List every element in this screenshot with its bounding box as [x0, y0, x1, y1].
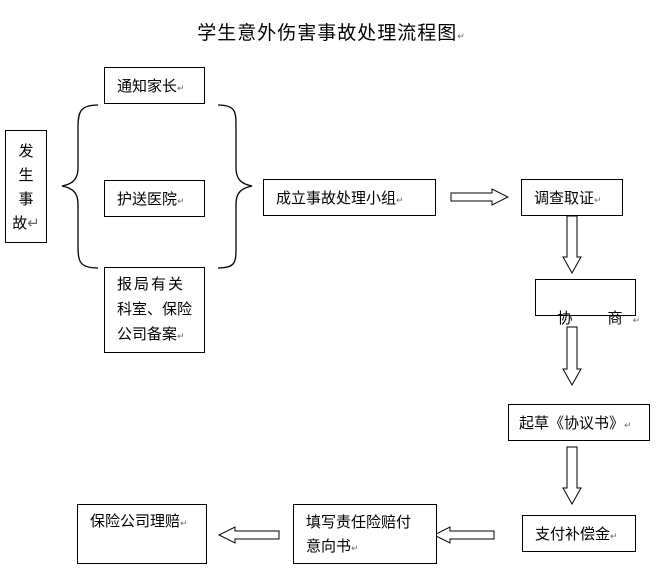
arrow-negotiate-to-draft: [562, 326, 582, 387]
arrow-group-to-investigate: [450, 188, 510, 206]
insurance-claim-box: 保险公司理赔↵: [77, 504, 207, 564]
report-bureau-line-2: 科室、保险: [117, 300, 193, 318]
incident-char-2: 生: [18, 165, 34, 184]
arrow-draft-to-pay: [562, 446, 582, 506]
notify-parents-label: 通知家长: [117, 77, 178, 95]
right-brace: [217, 104, 253, 269]
arrow-liability-to-claim: [217, 526, 280, 544]
send-hospital-box: 护送医院↵: [104, 180, 205, 217]
fill-liability-line-1: 填写责任险赔付: [306, 513, 412, 531]
send-hospital-label: 护送医院: [117, 190, 178, 208]
draft-agreement-box: 起草《协议书》↵: [508, 404, 650, 441]
pay-compensation-box: 支付补偿金↵: [522, 515, 636, 552]
draft-agreement-label: 起草《协议书》: [519, 414, 625, 432]
left-brace: [61, 104, 99, 269]
title-text: 学生意外伤害事故处理流程图: [197, 22, 458, 44]
notify-parents-box: 通知家长↵: [104, 67, 205, 104]
form-group-box: 成立事故处理小组↵: [263, 179, 436, 216]
arrow-investigate-to-negotiate: [562, 215, 582, 275]
insurance-claim-label: 保险公司理赔: [90, 512, 181, 530]
pay-compensation-label: 支付补偿金: [535, 525, 611, 543]
report-bureau-line-1: 报局有关: [117, 275, 186, 293]
incident-char-1: 发: [18, 141, 34, 160]
investigate-label: 调查取证: [534, 189, 595, 207]
incident-char-3: 事: [18, 189, 34, 208]
paragraph-mark: ↵: [457, 32, 465, 42]
incident-char-4: 故↵: [12, 213, 40, 232]
incident-box: 发 生 事 故↵: [5, 130, 47, 243]
fill-liability-line-2: 意向书↵: [306, 537, 359, 555]
report-bureau-line-3: 公司备案↵: [117, 325, 185, 343]
negotiate-label: 协 商: [557, 309, 633, 327]
negotiate-box: 协 商↵: [535, 279, 640, 327]
form-group-label: 成立事故处理小组: [276, 189, 397, 207]
investigate-box: 调查取证↵: [521, 179, 623, 216]
arrow-pay-to-liability: [432, 526, 495, 544]
report-bureau-box: 报局有关 科室、保险 公司备案↵: [104, 267, 205, 353]
flowchart-title: 学生意外伤害事故处理流程图↵: [0, 18, 662, 45]
fill-liability-box: 填写责任险赔付 意向书↵: [293, 504, 437, 564]
